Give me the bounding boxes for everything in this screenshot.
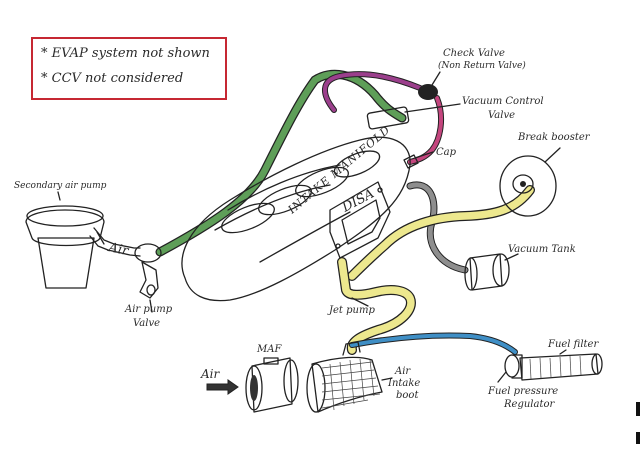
purple-hose: [322, 71, 423, 113]
fuel-pressure-regulator-label-line1: Fuel pressure: [487, 386, 558, 397]
vacuum-tank-label: Vacuum Tank: [508, 244, 576, 255]
check-valve-label: Check Valve: [443, 48, 505, 59]
note-bullet: *: [41, 71, 48, 86]
air-pump-valve-label-line2: Valve: [133, 318, 160, 329]
yellow-hose-lower-fill: [338, 258, 415, 354]
break-booster: [499, 147, 561, 217]
note-text: CCV not considered: [51, 71, 184, 86]
edge-marker: [636, 432, 640, 444]
air-intake-boot-label-line3: boot: [396, 390, 419, 401]
check-valve-sublabel: (Non Return Valve): [438, 60, 526, 71]
vacuum-control-valve: [366, 103, 461, 130]
jet-pump-pointer: [351, 297, 369, 307]
note-evap: * EVAP system not shown: [41, 46, 210, 61]
purple-hose-fill: [323, 72, 422, 112]
secondary-air-pump: [25, 191, 105, 289]
check-valve: [418, 71, 441, 100]
air-pipe: Air: [89, 227, 141, 259]
yellow-hoses: [337, 185, 535, 355]
green-hose: [155, 69, 407, 257]
fuel-filter: [519, 349, 603, 381]
note-text: EVAP system not shown: [51, 46, 210, 61]
yellow-hose-upper-fill: [348, 186, 534, 280]
maf-label: MAF: [256, 344, 282, 355]
air-flow-arrow: [206, 379, 239, 395]
break-booster-label: Break booster: [517, 132, 591, 143]
edge-marker: [636, 402, 640, 416]
air-pump-valve-label-line1: Air pump: [124, 304, 173, 315]
air-pipe-label: Air: [106, 240, 130, 259]
cap-component: [403, 151, 434, 169]
air-pump-valve: [134, 243, 162, 313]
air-in-label: Air: [200, 367, 221, 381]
cap-label: Cap: [436, 147, 457, 158]
maf-sensor: [245, 357, 299, 413]
note-ccv: * CCV not considered: [41, 71, 183, 86]
blue-fuel-line: [349, 332, 518, 355]
note-bullet: *: [41, 46, 48, 61]
vacuum-tank: [464, 253, 519, 291]
fuel-filter-label: Fuel filter: [547, 339, 599, 350]
air-intake-boot-label-line1: Air: [394, 366, 411, 377]
green-hose-fill: [156, 71, 406, 256]
fuel-pressure-regulator-label-line2: Regulator: [503, 399, 555, 410]
vacuum-control-valve-label-line2: Valve: [488, 110, 515, 121]
labels: Check Valve (Non Return Valve) Vacuum Co…: [14, 48, 599, 410]
air-intake-boot: [306, 341, 393, 413]
intake-manifold: INTAKE MANIFOLD: [181, 123, 411, 302]
boot-mesh: [321, 358, 381, 411]
vacuum-control-valve-label-line1: Vacuum Control: [462, 96, 544, 107]
notes-box: * EVAP system not shown * CCV not consid…: [31, 37, 227, 100]
jet-pump-label: Jet pump: [327, 305, 375, 316]
blue-fuel-line-fill: [350, 333, 517, 354]
air-intake-boot-label-line2: Intake: [387, 378, 420, 389]
fuel-pressure-regulator: [497, 354, 523, 383]
disa-label: DISA: [339, 186, 377, 216]
secondary-air-pump-label: Secondary air pump: [14, 181, 107, 191]
